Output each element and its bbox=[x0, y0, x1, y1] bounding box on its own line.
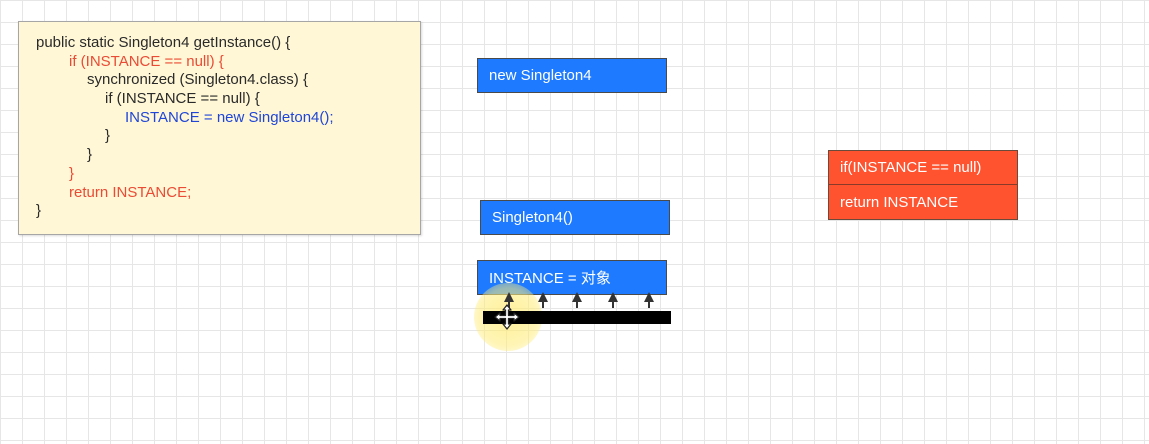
code-line: synchronized (Singleton4.class) { bbox=[87, 71, 308, 89]
code-line: } bbox=[87, 146, 93, 164]
code-line: } bbox=[36, 202, 42, 220]
move-cursor-icon bbox=[494, 304, 520, 330]
new-singleton-label: new Singleton4 bbox=[489, 67, 592, 84]
code-line: if (INSTANCE == null) { bbox=[69, 52, 224, 70]
code-line: } bbox=[69, 164, 75, 182]
return-instance-label: return INSTANCE bbox=[840, 193, 959, 211]
constructor-label: Singleton4() bbox=[492, 209, 573, 226]
code-line: return INSTANCE; bbox=[69, 183, 192, 201]
code-line: } bbox=[105, 127, 111, 145]
new-singleton-box[interactable]: new Singleton4 bbox=[477, 58, 667, 93]
code-line: INSTANCE = new Singleton4(); bbox=[125, 108, 334, 126]
assign-instance-label: INSTANCE = 对象 bbox=[489, 270, 611, 287]
code-line: public static Singleton4 getInstance() { bbox=[36, 34, 291, 51]
timeline-bar[interactable] bbox=[483, 311, 671, 324]
null-check-group[interactable]: if(INSTANCE == null) return INSTANCE bbox=[828, 150, 1018, 220]
constructor-box[interactable]: Singleton4() bbox=[480, 200, 670, 235]
return-instance-row[interactable]: return INSTANCE bbox=[829, 185, 1017, 219]
if-null-label: if(INSTANCE == null) bbox=[840, 159, 982, 176]
code-note[interactable]: public static Singleton4 getInstance() {… bbox=[18, 21, 421, 235]
code-line: if (INSTANCE == null) { bbox=[105, 90, 260, 108]
if-null-row[interactable]: if(INSTANCE == null) bbox=[829, 151, 1017, 185]
